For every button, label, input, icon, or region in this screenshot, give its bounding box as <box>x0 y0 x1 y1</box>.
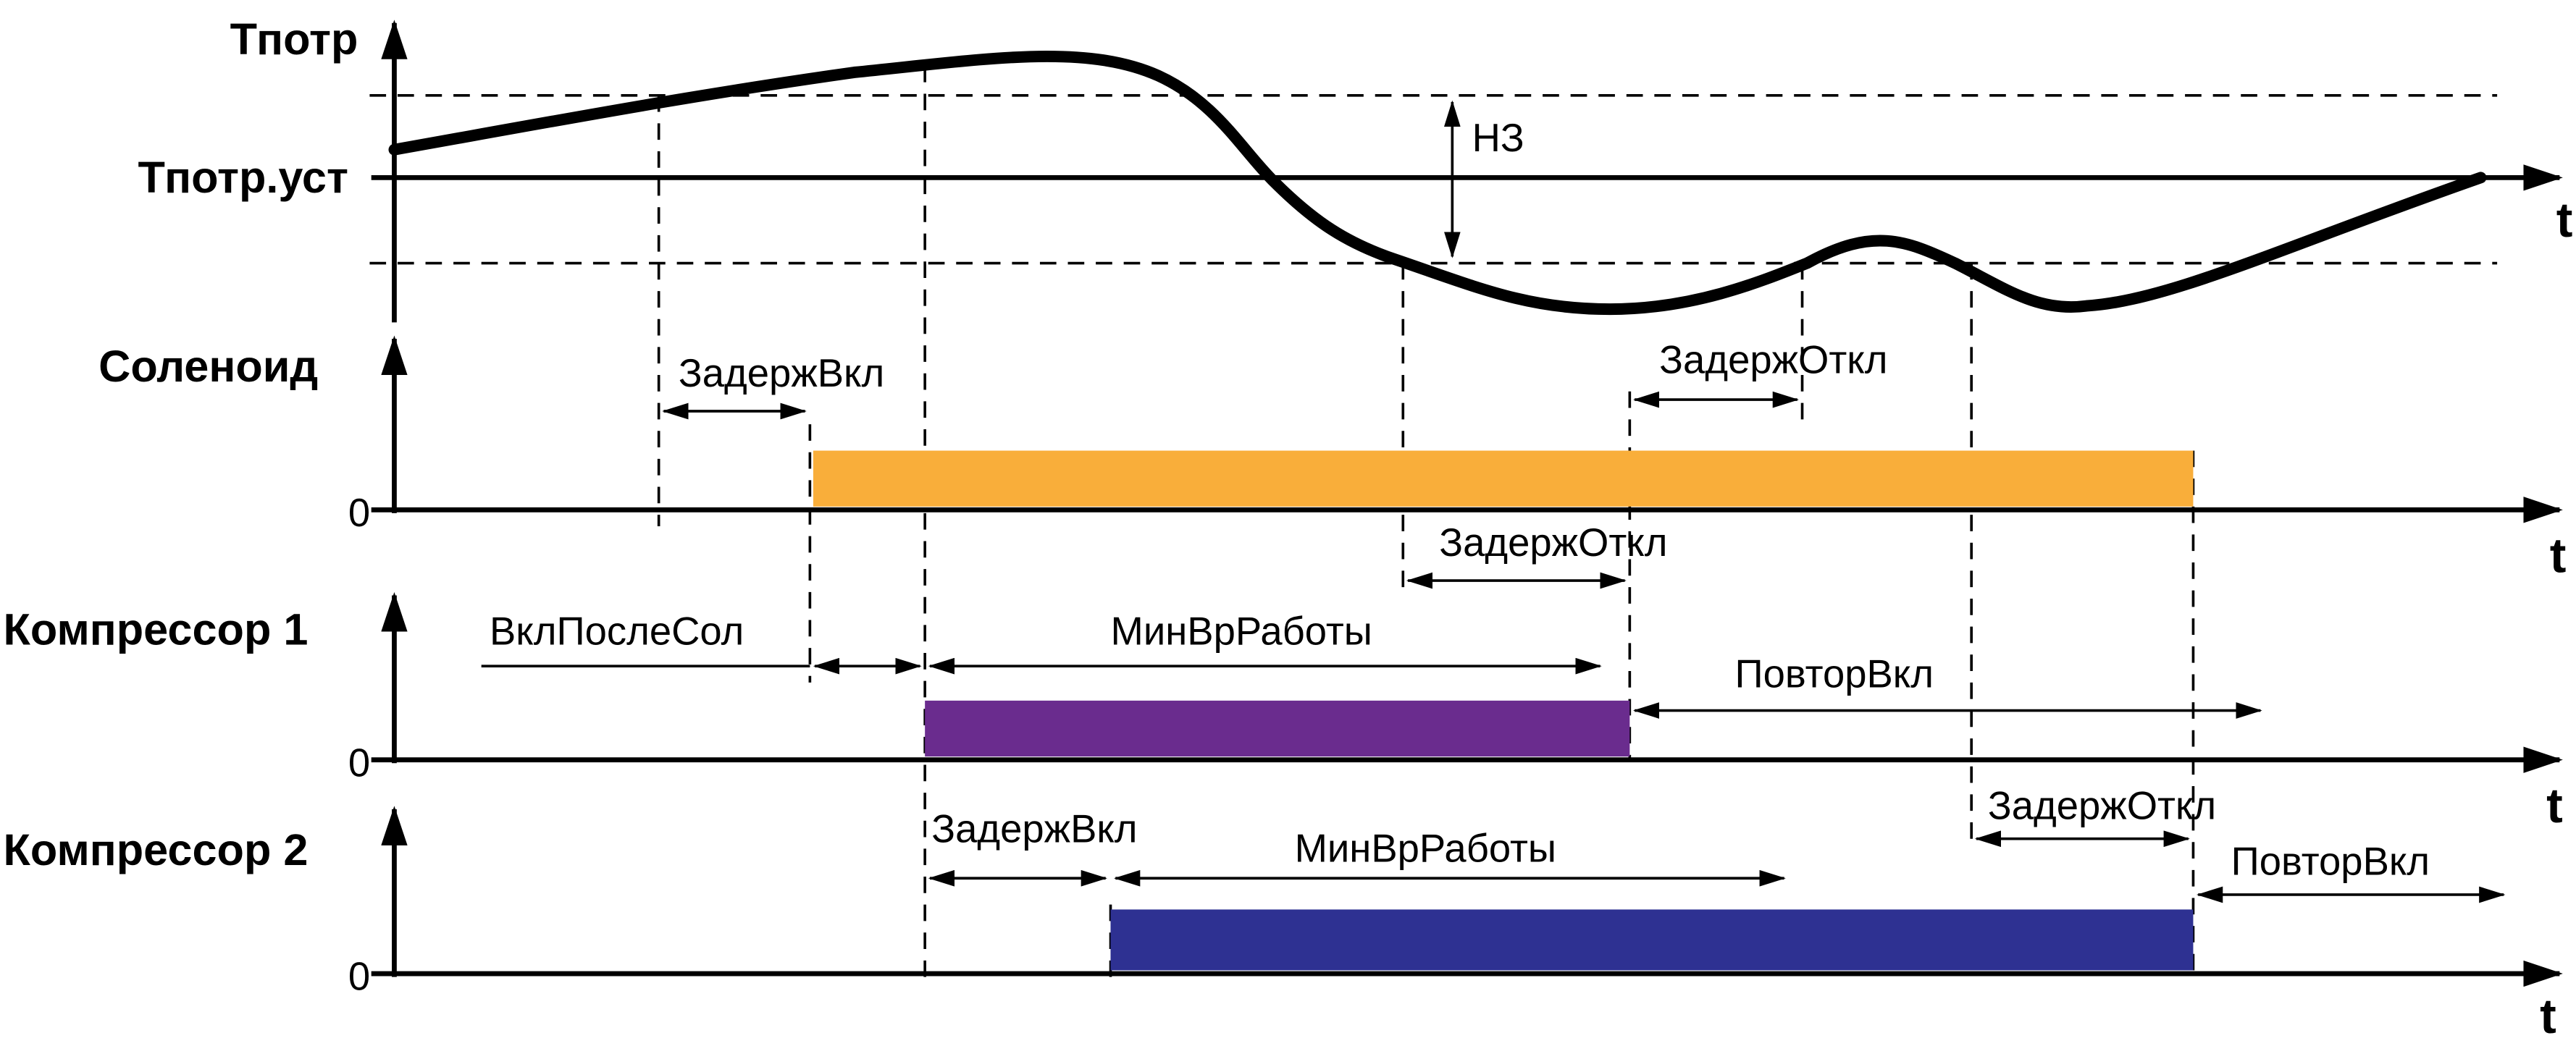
compressor2-time-label: t <box>2540 989 2556 1044</box>
comp2-off-delay-label: ЗадержОткл <box>1988 783 2216 827</box>
solenoid-off-delay-2-label: ЗадержОткл <box>1439 520 1667 565</box>
compressor2-zero-label: 0 <box>348 955 370 999</box>
compressor1-on-bar <box>925 700 1630 757</box>
comp2-min-run-label: МинВрРаботы <box>1295 826 1556 870</box>
solenoid-on-delay-label: ЗадержВкл <box>679 351 884 395</box>
comp2-restart-label: ПовторВкл <box>2231 840 2430 884</box>
compressor1-axis-label: Компрессор 1 <box>4 605 309 654</box>
comp1-after-solenoid-label: ВклПослеСол <box>490 610 744 654</box>
solenoid-zero-label: 0 <box>348 491 370 535</box>
solenoid-time-label: t <box>2550 528 2567 583</box>
hysteresis-label: НЗ <box>1472 116 1524 160</box>
comp1-restart-label: ПовторВкл <box>1735 652 1934 696</box>
compressor2-on-bar <box>1110 909 2194 971</box>
compressor1-time-label: t <box>2546 778 2563 833</box>
compressor1-zero-label: 0 <box>348 741 370 785</box>
temperature-curve <box>388 50 2487 316</box>
solenoid-axis-label: Соленоид <box>98 342 318 391</box>
temperature-axis-label: Тпотр <box>230 14 358 64</box>
solenoid-on-bar <box>813 450 2194 507</box>
setpoint-label: Тпотр.уст <box>138 153 348 202</box>
temperature-time-label: t <box>2556 193 2573 248</box>
comp2-on-delay-label: ЗадержВкл <box>931 806 1137 851</box>
solenoid-off-delay-label: ЗадержОткл <box>1659 338 1887 382</box>
comp1-min-run-label: МинВрРаботы <box>1111 610 1372 654</box>
compressor2-axis-label: Компрессор 2 <box>4 825 309 874</box>
